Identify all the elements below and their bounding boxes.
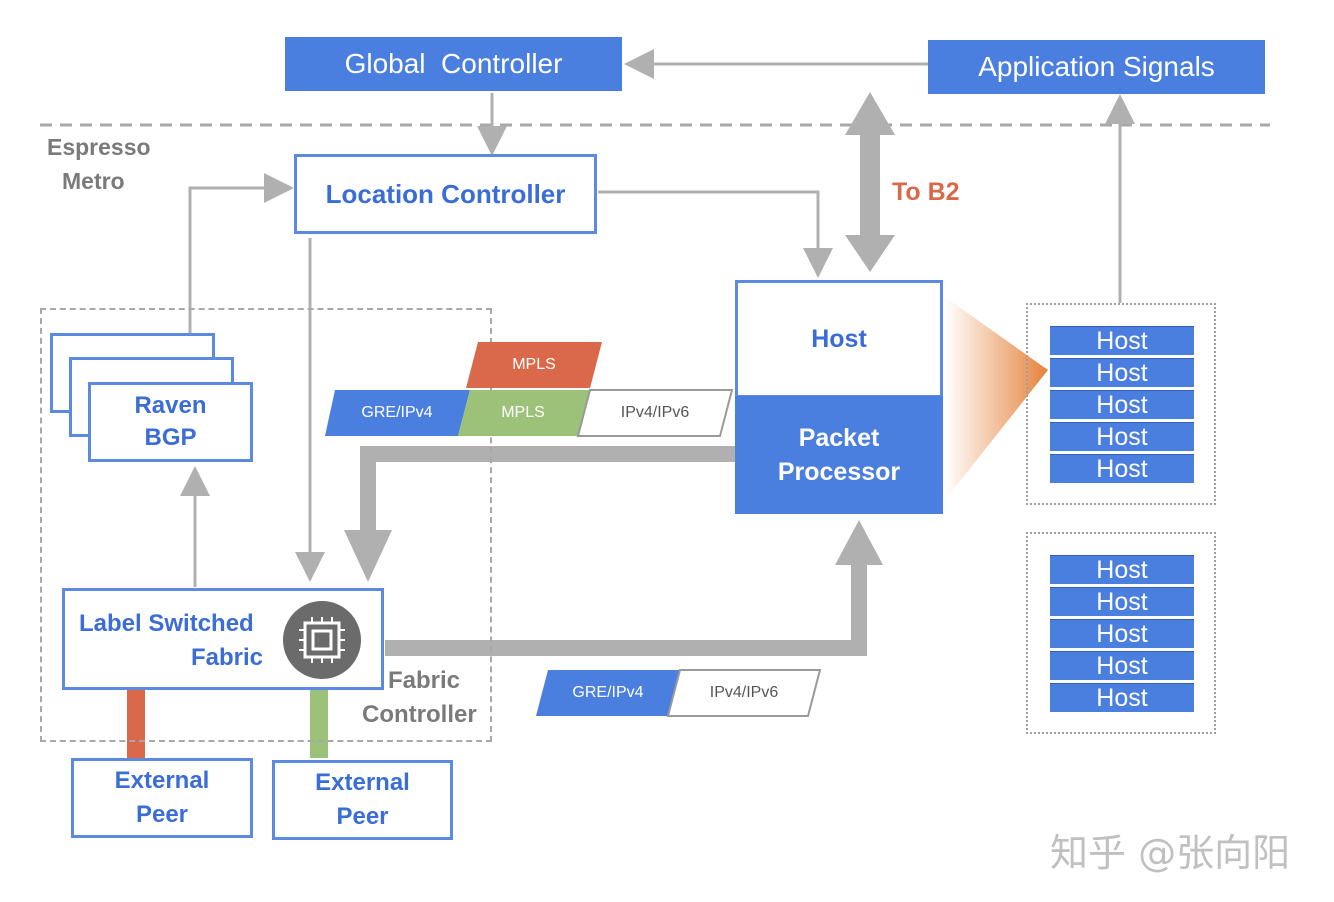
host-1-2: Host [1050, 358, 1194, 387]
external-peer-1-box: External Peer [71, 758, 253, 838]
gre-ipv4-tag-bottom: GRE/IPv4 [572, 684, 644, 701]
host-2-1: Host [1050, 555, 1194, 584]
application-signals-box: Application Signals [928, 40, 1265, 94]
bgp-label: BGP [144, 424, 197, 451]
external-peer-2-line2: Peer [336, 803, 389, 830]
host-1-1: Host [1050, 326, 1194, 355]
external-peer-1-line2: Peer [135, 801, 189, 828]
host-2-2: Host [1050, 587, 1194, 616]
host-1-5: Host [1050, 454, 1194, 483]
raven-label: Raven [134, 392, 207, 419]
to-b2-double-arrow [845, 92, 895, 272]
location-controller-label: Location Controller [325, 178, 566, 209]
controller-label: Controller [362, 701, 477, 728]
packet-label: Packet [798, 424, 880, 452]
ip-tag-bottom: IPv4/IPv6 [709, 684, 779, 701]
global-controller-box: Global Controller [285, 37, 622, 91]
fabric-controller-region [40, 308, 492, 742]
metro-label: Metro [62, 168, 125, 194]
thick-arrow-fabric-to-processor [385, 520, 883, 656]
location-controller-box: Location Controller [294, 154, 597, 234]
mpls-outer-tag: MPLS [512, 356, 556, 373]
application-signals-label: Application Signals [978, 51, 1215, 82]
external-peer-2-box: External Peer [272, 760, 453, 840]
orange-fan [945, 297, 1048, 500]
watermark: 知乎 @张向阳 [1050, 831, 1291, 875]
chip-icon [283, 601, 361, 679]
raven-bgp-box: Raven BGP [88, 382, 253, 462]
host-2-5: Host [1050, 683, 1194, 712]
fabric-label-line1: Label Switched [79, 610, 254, 637]
arrow-raven-to-location [188, 173, 294, 356]
host-1-3: Host [1050, 390, 1194, 419]
espresso-label: Espresso [47, 134, 151, 160]
host-2-4: Host [1050, 651, 1194, 680]
host-label: Host [811, 324, 867, 353]
processor-label: Processor [777, 458, 901, 486]
host-box: Host [735, 280, 943, 398]
label-switched-fabric-box: Label Switched Fabric [62, 588, 384, 690]
host-group-2: Host Host Host Host Host [1026, 532, 1216, 734]
mpls-inner-tag: MPLS [501, 404, 545, 421]
gre-ipv4-tag-top: GRE/IPv4 [361, 404, 433, 421]
to-b2-label: To B2 [892, 178, 960, 206]
arrow-location-to-host [598, 190, 833, 278]
fabric-label-line2: Fabric [191, 644, 264, 671]
host-1-4: Host [1050, 422, 1194, 451]
fabric-label: Fabric [388, 667, 461, 694]
host-2-3: Host [1050, 619, 1194, 648]
external-peer-1-line1: External [114, 767, 210, 794]
host-group-1: Host Host Host Host Host [1026, 303, 1216, 505]
thick-arrow-processor-to-fabric [344, 446, 736, 582]
ip-tag-top: IPv4/IPv6 [620, 404, 690, 421]
external-peer-2-line1: External [315, 769, 410, 796]
global-controller-label: Global Controller [344, 48, 563, 79]
packet-processor-box: Packet Processor [735, 396, 943, 514]
